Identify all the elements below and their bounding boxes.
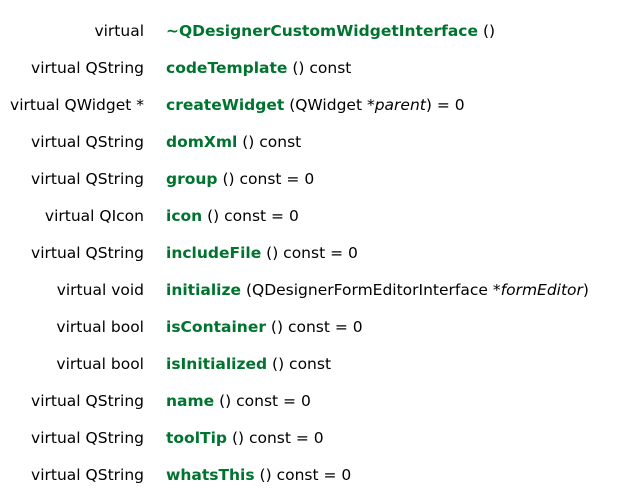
return-type: virtual QString [31,391,144,410]
function-name-link[interactable]: isInitialized [166,354,268,373]
return-type: virtual bool [56,317,144,336]
return-type: virtual QString [31,465,144,484]
function-signature: isInitialized () const [166,355,331,373]
function-name-link[interactable]: includeFile [166,243,262,262]
function-signature: ~QDesignerCustomWidgetInterface () [166,22,495,40]
function-name-link[interactable]: codeTemplate [166,58,288,77]
signature-segment: () const = 0 [207,206,299,225]
function-name-link[interactable]: createWidget [166,95,285,114]
function-signature: group () const = 0 [166,170,314,188]
function-signature: whatsThis () const = 0 [166,466,351,484]
signature-segment: () [482,21,496,40]
function-row: virtual QWidget * createWidget (QWidget … [0,86,632,123]
signature-segment: ) [582,280,589,299]
signature-segment: () const = 0 [270,317,363,336]
function-row: virtual bool isContainer () const = 0 [0,308,632,345]
function-row: virtual bool isInitialized () const [0,345,632,382]
function-row: virtual QString group () const = 0 [0,160,632,197]
function-signature: codeTemplate () const [166,59,351,77]
signature-segment: ) = 0 [425,95,465,114]
return-type: virtual void [56,280,144,299]
function-signature: domXml () const [166,133,301,151]
function-row: virtual QString toolTip () const = 0 [0,419,632,456]
function-row: virtual ~QDesignerCustomWidgetInterface … [0,12,632,49]
signature-segment: () const [242,132,302,151]
function-signature: includeFile () const = 0 [166,244,358,262]
function-row: virtual QString whatsThis () const = 0 [0,456,632,493]
return-type: virtual bool [56,354,144,373]
return-type: virtual [94,21,144,40]
function-row: virtual QString codeTemplate () const [0,49,632,86]
return-type: virtual QString [31,58,144,77]
signature-segment: () const = 0 [222,169,315,188]
function-list: virtual ~QDesignerCustomWidgetInterface … [0,12,632,493]
return-type: virtual QIcon [44,206,144,225]
function-signature: isContainer () const = 0 [166,318,363,336]
function-signature: name () const = 0 [166,392,311,410]
function-name-link[interactable]: ~QDesignerCustomWidgetInterface [166,21,479,40]
return-type: virtual QString [31,243,144,262]
function-name-link[interactable]: whatsThis [166,465,255,484]
signature-segment: (QDesignerFormEditorInterface * [245,280,501,299]
signature-segment: () const [292,58,352,77]
return-type: virtual QString [31,169,144,188]
function-row: virtual void initialize (QDesignerFormEd… [0,271,632,308]
signature-segment: (QWidget * [289,95,375,114]
function-signature: createWidget (QWidget *parent) = 0 [166,96,465,114]
function-row: virtual QString domXml () const [0,123,632,160]
return-type: virtual QString [31,132,144,151]
parameter-name: parent [374,95,426,114]
parameter-name: formEditor [500,280,583,299]
function-signature: initialize (QDesignerFormEditorInterface… [166,281,589,299]
signature-segment: () const = 0 [259,465,352,484]
signature-segment: () const [272,354,332,373]
function-signature: toolTip () const = 0 [166,429,324,447]
function-name-link[interactable]: toolTip [166,428,228,447]
function-name-link[interactable]: group [166,169,218,188]
function-row: virtual QString includeFile () const = 0 [0,234,632,271]
function-signature: icon () const = 0 [166,207,299,225]
signature-segment: () const = 0 [266,243,358,262]
function-row: virtual QIcon icon () const = 0 [0,197,632,234]
function-row: virtual QString name () const = 0 [0,382,632,419]
return-type: virtual QWidget * [10,95,144,114]
signature-segment: () const = 0 [219,391,311,410]
function-name-link[interactable]: isContainer [166,317,266,336]
signature-segment: () const = 0 [231,428,324,447]
function-name-link[interactable]: name [166,391,215,410]
function-name-link[interactable]: icon [166,206,203,225]
function-name-link[interactable]: initialize [166,280,242,299]
function-name-link[interactable]: domXml [166,132,238,151]
return-type: virtual QString [31,428,144,447]
